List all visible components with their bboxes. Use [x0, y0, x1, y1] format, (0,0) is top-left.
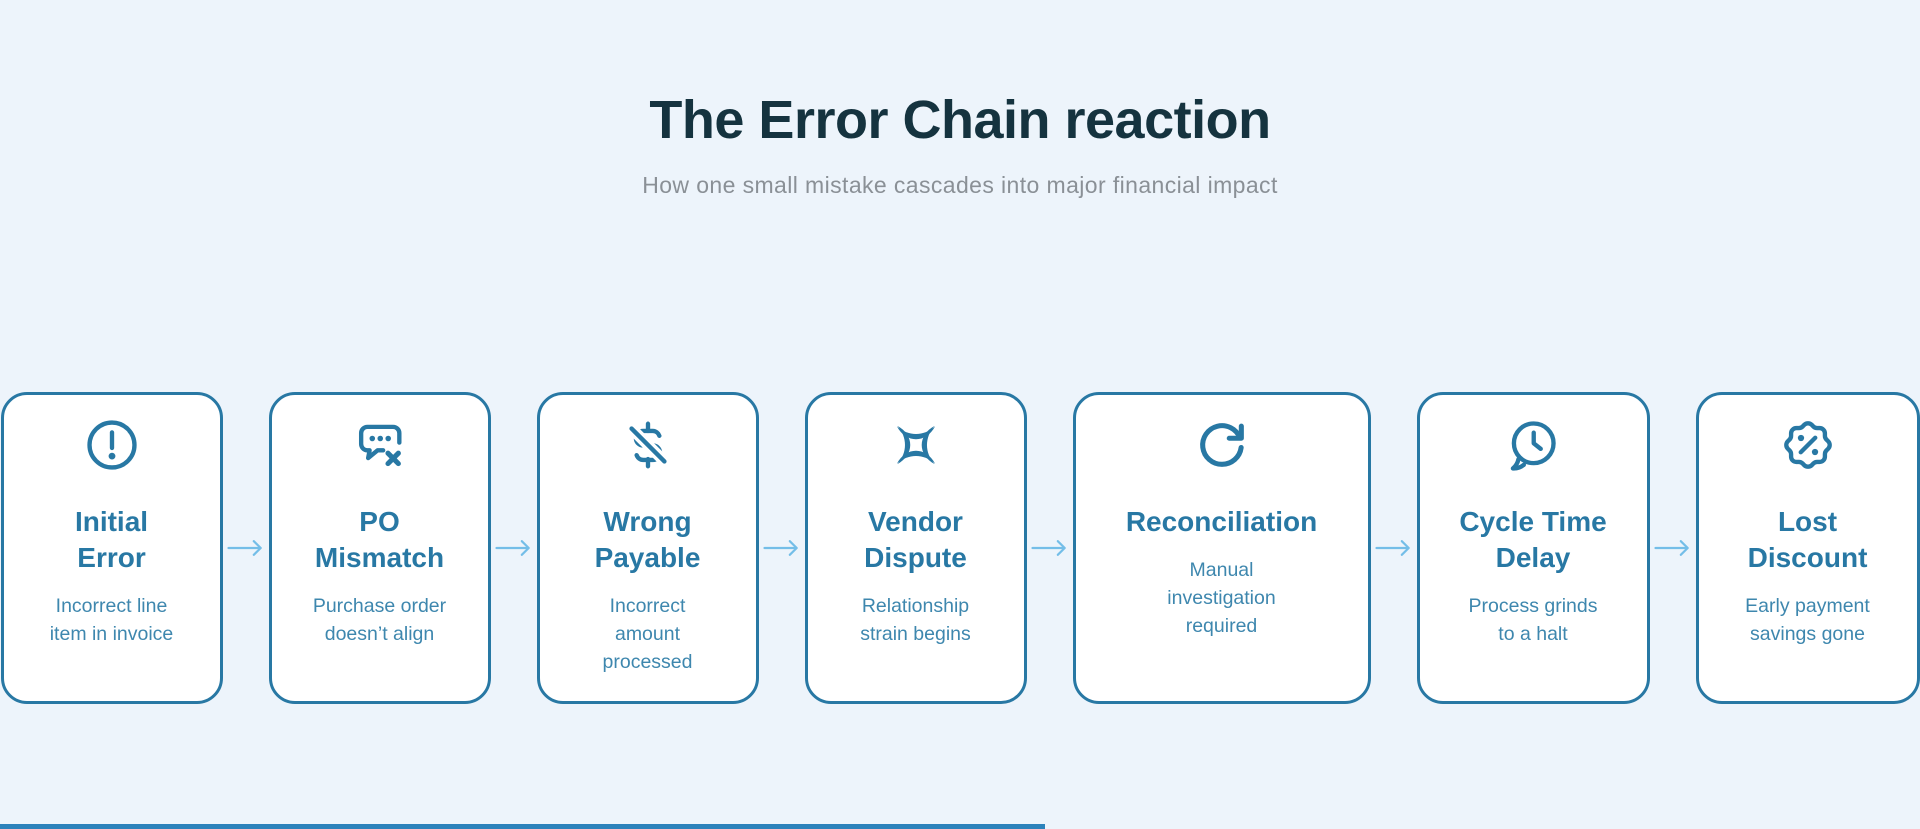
flow-arrow-icon [491, 392, 537, 704]
flow-arrow-icon [1650, 392, 1696, 704]
section-divider-bar [0, 824, 1045, 829]
flow-card: Wrong Payable Incorrect amount processed [536, 392, 759, 704]
card-title: Wrong Payable [594, 506, 701, 573]
message-x-icon [351, 416, 409, 474]
page-subtitle: How one small mistake cascades into majo… [642, 172, 1278, 198]
card-title: PO Mismatch [314, 506, 445, 573]
card-title: Reconciliation [1125, 506, 1318, 537]
flow-card: Reconciliation Manual investigation requ… [1072, 392, 1371, 704]
rotate-clockwise-icon [1193, 416, 1251, 474]
flow-arrow-icon [1371, 392, 1417, 704]
card-title: Cycle Time Delay [1459, 506, 1607, 573]
card-description: Relationship strain begins [860, 595, 971, 645]
flow-arrow-icon [759, 392, 805, 704]
collision-icon [887, 416, 945, 474]
flow-row: Initial Error Incorrect line item in inv… [0, 392, 1920, 704]
card-description: Incorrect line item in invoice [49, 595, 174, 645]
card-title: Lost Discount [1747, 506, 1868, 573]
flow-card: Vendor Dispute Relationship strain begin… [804, 392, 1027, 704]
card-title: Initial Error [74, 506, 149, 573]
card-description: Early payment savings gone [1745, 595, 1870, 645]
flow-card: Lost Discount Early payment savings gone [1695, 392, 1920, 704]
clock-delay-icon [1504, 416, 1562, 474]
discount-badge-icon [1779, 416, 1837, 474]
flow-arrow-icon [1027, 392, 1073, 704]
card-description: Process grinds to a halt [1468, 595, 1598, 645]
flow-card: Cycle Time Delay Process grinds to a hal… [1416, 392, 1650, 704]
alert-circle-icon [83, 416, 141, 474]
card-description: Incorrect amount processed [602, 595, 693, 673]
card-title: Vendor Dispute [864, 506, 967, 573]
flow-card: Initial Error Incorrect line item in inv… [0, 392, 223, 704]
header: The Error Chain reaction How one small m… [0, 88, 1920, 198]
card-description: Purchase order doesn’t align [312, 595, 447, 645]
card-description: Manual investigation required [1167, 559, 1276, 637]
flow-card: PO Mismatch Purchase order doesn’t align [268, 392, 491, 704]
page-title: The Error Chain reaction [649, 90, 1271, 150]
flow-arrow-icon [223, 392, 269, 704]
dollar-off-icon [619, 416, 677, 474]
